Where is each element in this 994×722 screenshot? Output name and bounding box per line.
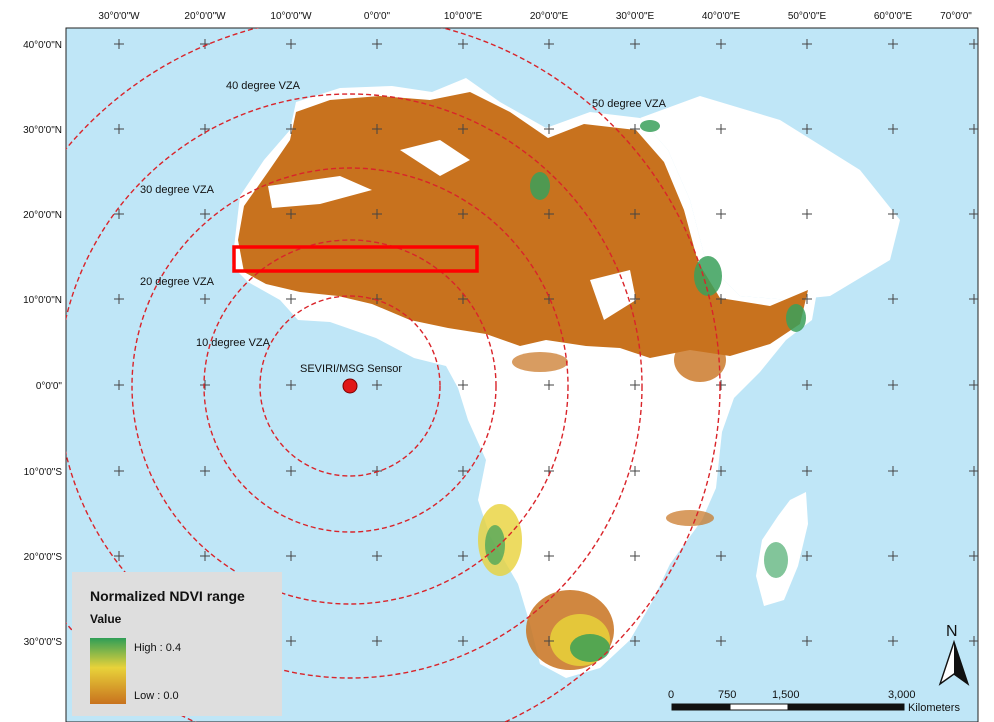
- longitude-labels: 30°0'0"W 20°0'0"W 10°0'0"W 0°0'0" 10°0'0"E 20…: [98, 11, 972, 22]
- sensor-label: SEVIRI/MSG Sensor: [300, 363, 402, 375]
- vza-circle-30: [131, 167, 569, 605]
- desert-gap-3: [590, 270, 636, 320]
- vza-label-50: 50 degree VZA: [592, 98, 667, 110]
- longitude-label: 50°0'0"E: [788, 11, 827, 22]
- longitude-label: 40°0'0"E: [702, 11, 741, 22]
- scale-bar: 0 750 1,500 3,000 Kilometers: [668, 689, 960, 714]
- vza-circle-50: [66, 28, 721, 722]
- latitude-label: 10°0'0"N: [23, 295, 62, 306]
- longitude-label: 30°0'0"W: [98, 11, 140, 22]
- legend: Normalized NDVI range Value High : 0.4 L…: [72, 572, 282, 716]
- legend-title: Normalized NDVI range: [90, 588, 245, 604]
- ndvi-low-region: [238, 92, 808, 358]
- longitude-label: 70°0'0": [940, 11, 972, 22]
- longitude-label: 60°0'0"E: [874, 11, 913, 22]
- legend-color-ramp: [90, 638, 126, 704]
- vza-label-30: 30 degree VZA: [140, 184, 215, 196]
- scale-tick-0: 0: [668, 689, 674, 701]
- longitude-label: 10°0'0"W: [270, 11, 312, 22]
- ndvi-mixed-patches: [478, 338, 788, 670]
- latitude-label: 0°0'0": [36, 381, 63, 392]
- vza-circle-20: [203, 239, 497, 533]
- legend-low-label: Low : 0.0: [134, 690, 179, 702]
- latitude-label: 20°0'0"S: [24, 552, 63, 563]
- arabian-peninsula: [640, 96, 900, 300]
- sensor-point: [342, 378, 358, 394]
- latitude-label: 40°0'0"N: [23, 40, 62, 51]
- longitude-label: 20°0'0"W: [184, 11, 226, 22]
- longitude-label: 30°0'0"E: [616, 11, 655, 22]
- latitude-label: 10°0'0"S: [24, 467, 63, 478]
- vza-circle-40: [66, 93, 643, 679]
- longitude-label: 0°0'0": [364, 11, 391, 22]
- latitude-labels: 40°0'0"N 30°0'0"N 20°0'0"N 10°0'0"N 0°0'0" 10…: [23, 40, 62, 648]
- longitude-label: 20°0'0"E: [530, 11, 569, 22]
- vza-circle-10: [259, 295, 441, 477]
- legend-high-label: High : 0.4: [134, 642, 181, 654]
- vza-label-10: 10 degree VZA: [196, 337, 271, 349]
- ndvi-high-patches: [530, 120, 806, 332]
- legend-subtitle: Value: [90, 612, 122, 626]
- vza-circles: [66, 28, 721, 722]
- vza-label-40: 40 degree VZA: [226, 80, 301, 92]
- scale-tick-1500: 1,500: [772, 689, 800, 701]
- scale-tick-750: 750: [718, 689, 736, 701]
- latitude-label: 30°0'0"S: [24, 637, 63, 648]
- roi-box: [232, 245, 479, 273]
- longitude-label: 10°0'0"E: [444, 11, 483, 22]
- desert-gap-2: [400, 140, 470, 176]
- scale-unit: Kilometers: [908, 702, 960, 714]
- vza-label-20: 20 degree VZA: [140, 276, 215, 288]
- graticule-crosses: [114, 39, 978, 646]
- latitude-label: 20°0'0"N: [23, 210, 62, 221]
- north-arrow: N: [938, 623, 970, 686]
- north-label: N: [946, 623, 958, 640]
- desert-gap-1: [268, 176, 372, 208]
- scale-tick-3000: 3,000: [888, 689, 916, 701]
- latitude-label: 30°0'0"N: [23, 125, 62, 136]
